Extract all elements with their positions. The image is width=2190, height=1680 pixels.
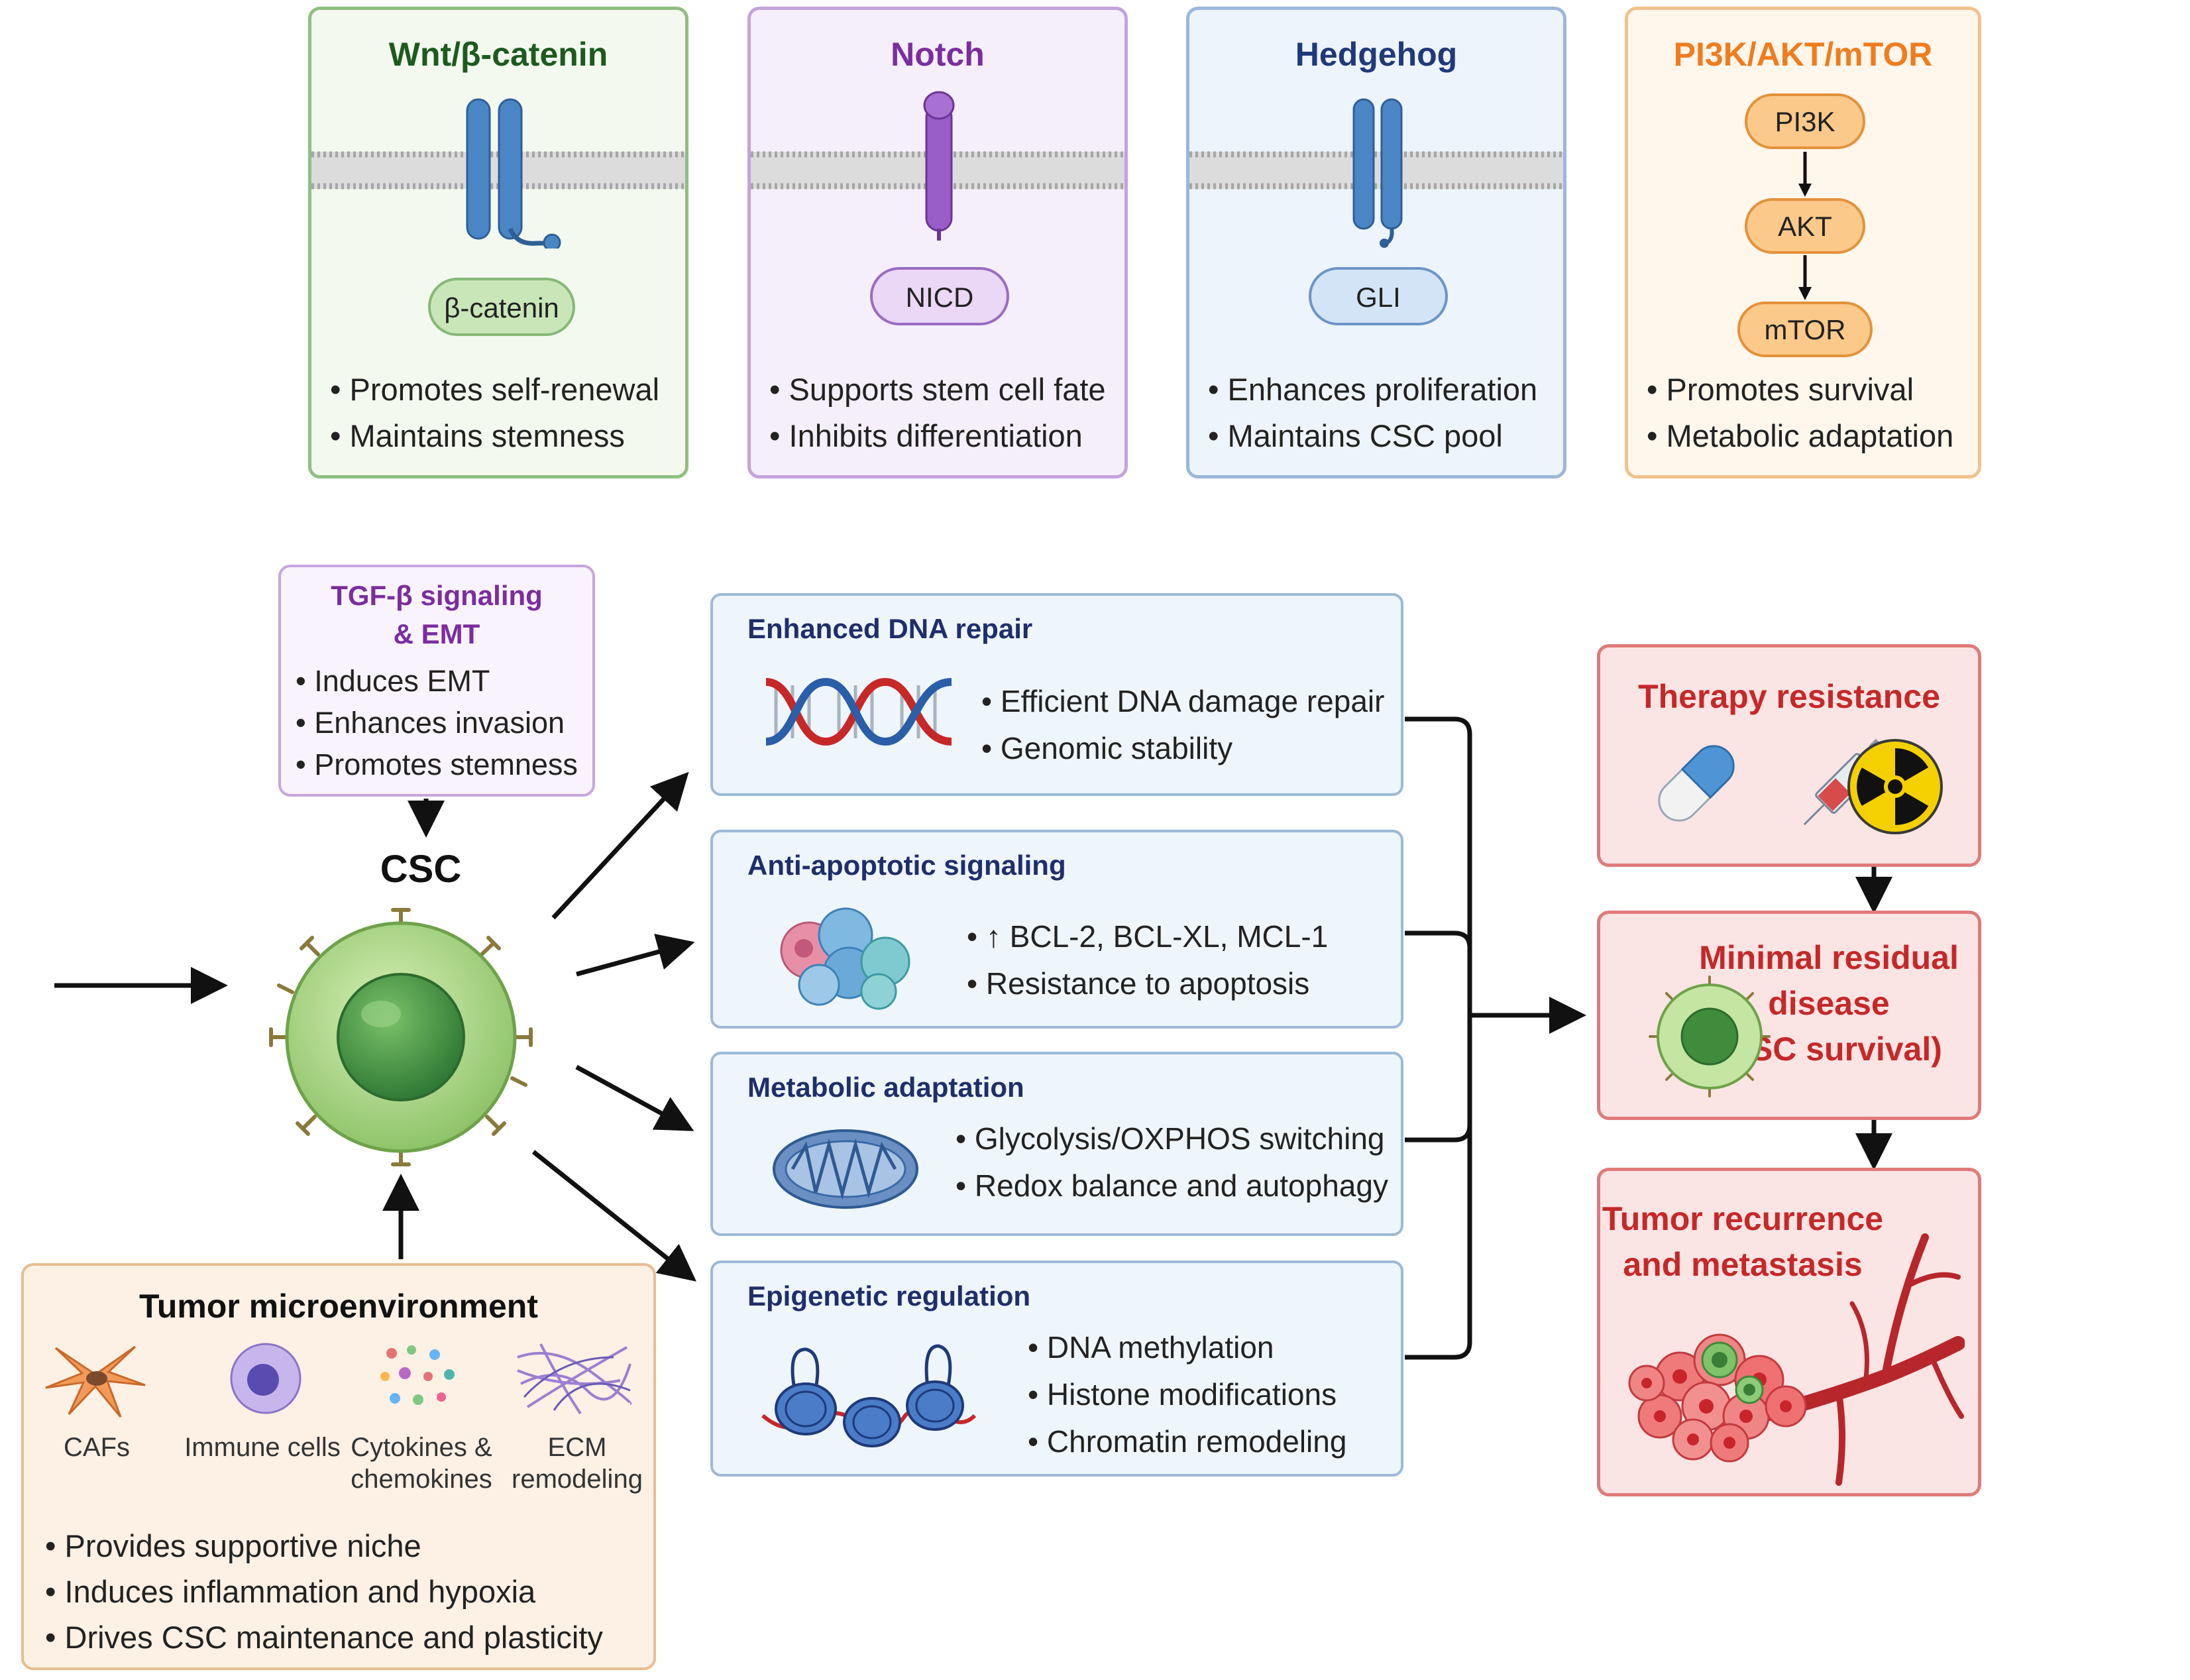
epigenetic-bullets: • DNA methylation • Histone modification… [1028,1330,1347,1459]
immune-cells-icon [230,1343,301,1414]
tgf-bullets: • Induces EMT • Enhances invasion • Prom… [296,664,578,781]
ecm-icon [517,1343,632,1415]
recurrence-title: Tumor recurrence and metastasis [1602,1200,1884,1283]
smoothened-receptor-icon [1352,98,1403,248]
wnt-pathway-panel: Wnt/β-catenin β-catenin • Promotes self-… [308,7,688,478]
protein-complex-icon [780,907,910,1010]
membrane-bilayer [1189,151,1563,190]
cytokines-icon [380,1345,455,1405]
akt-node: AKT [1745,198,1865,254]
immune-cells-label: Immune cells [184,1433,341,1462]
wnt-title: Wnt/β-catenin [388,36,608,73]
nicd-pill: NICD [870,267,1009,325]
notch-title: Notch [891,36,985,73]
csc-survival-cell-icon [1649,976,1771,1097]
tumor-microenvironment-panel: Tumor microenvironment CAFs Immune cells… [21,1263,656,1670]
frizzled-receptor-icon [466,98,561,249]
hedgehog-title: Hedgehog [1295,36,1458,73]
cafs-icon [45,1345,146,1418]
metabolic-title: Metabolic adaptation [747,1072,1024,1103]
tgf-title: TGF-β signaling & EMT [331,580,543,649]
capsule-icon [1658,745,1735,822]
nucleosome-icon [761,1344,977,1447]
epigenetic-title: Epigenetic regulation [747,1280,1031,1312]
mechanism-bracket [1405,716,1472,1360]
dna-helix-icon [765,677,952,746]
csc-cell-icon [269,908,533,1166]
dna-repair-panel: Enhanced DNA repair • Efficient DNA dama… [710,593,1403,796]
anti-apoptotic-title: Anti-apoptotic signaling [747,850,1066,881]
minimal-residual-disease-panel: Minimal residual disease (CSC survival) [1597,911,1981,1120]
therapy-resistance-panel: Therapy resistance [1597,644,1981,867]
dna-repair-bullets: • Efficient DNA damage repair • Genomic … [981,684,1385,766]
pi3k-title: PI3K/AKT/mTOR [1673,36,1933,73]
radiation-icon [1847,739,1943,834]
wnt-bullets: • Promotes self-renewal • Maintains stem… [330,372,660,454]
metabolic-adaptation-panel: Metabolic adaptation • Glycolysis/OXPHOS… [710,1052,1403,1236]
notch-receptor-icon [923,91,955,241]
notch-bullets: • Supports stem cell fate • Inhibits dif… [769,372,1106,454]
epigenetic-regulation-panel: Epigenetic regulation • DNA methylation … [710,1260,1403,1477]
beta-catenin-pill: β-catenin [428,278,575,336]
pi3k-cascade-arrows [1798,152,1812,300]
anti-apoptotic-panel: Anti-apoptotic signaling • ↑ BCL-2, BCL-… [710,830,1403,1029]
notch-pathway-panel: Notch NICD • Supports stem cell fate • I… [747,7,1128,478]
pi3k-node: PI3K [1745,93,1865,149]
mrd-title: Minimal residual disease (CSC survival) [1699,939,1959,1068]
metabolic-bullets: • Glycolysis/OXPHOS switching • Redox ba… [956,1121,1388,1204]
anti-apoptotic-bullets: • ↑ BCL-2, BCL-XL, MCL-1 • Resistance to… [967,919,1329,1001]
cafs-label: CAFs [64,1433,130,1462]
hedgehog-pathway-panel: Hedgehog GLI • Enhances proliferation • … [1186,7,1566,478]
dna-repair-title: Enhanced DNA repair [747,613,1033,644]
pi3k-bullets: • Promotes survival • Metabolic adaptati… [1647,372,1954,454]
gli-pill: GLI [1309,267,1448,325]
ecm-label: ECM remodeling [512,1433,643,1494]
cytokines-label: Cytokines & chemokines [351,1433,492,1494]
tme-title: Tumor microenvironment [139,1288,538,1325]
tme-bullets: • Provides supportive niche • Induces in… [45,1528,603,1655]
csc-to-dna-arrow [551,771,689,920]
pi3k-pathway-panel: PI3K/AKT/mTOR PI3K AKT mTOR • Promotes s… [1625,7,1981,478]
hedgehog-bullets: • Enhances proliferation • Maintains CSC… [1208,372,1538,454]
csc-to-apoptosis-arrow [576,934,695,977]
csc-label: CSC [380,848,462,891]
tumor-recurrence-panel: Tumor recurrence and metastasis [1597,1168,1981,1496]
csc-to-epigenetic-arrow [531,1150,696,1282]
csc-to-metabolic-arrow [575,1064,694,1131]
tgf-emt-panel: TGF-β signaling & EMT • Induces EMT • En… [278,565,595,797]
tumor-vessel-icon [1628,1233,1965,1486]
therapy-resistance-title: Therapy resistance [1638,678,1940,715]
mtor-node: mTOR [1737,302,1873,357]
mitochondrion-icon [773,1129,918,1209]
